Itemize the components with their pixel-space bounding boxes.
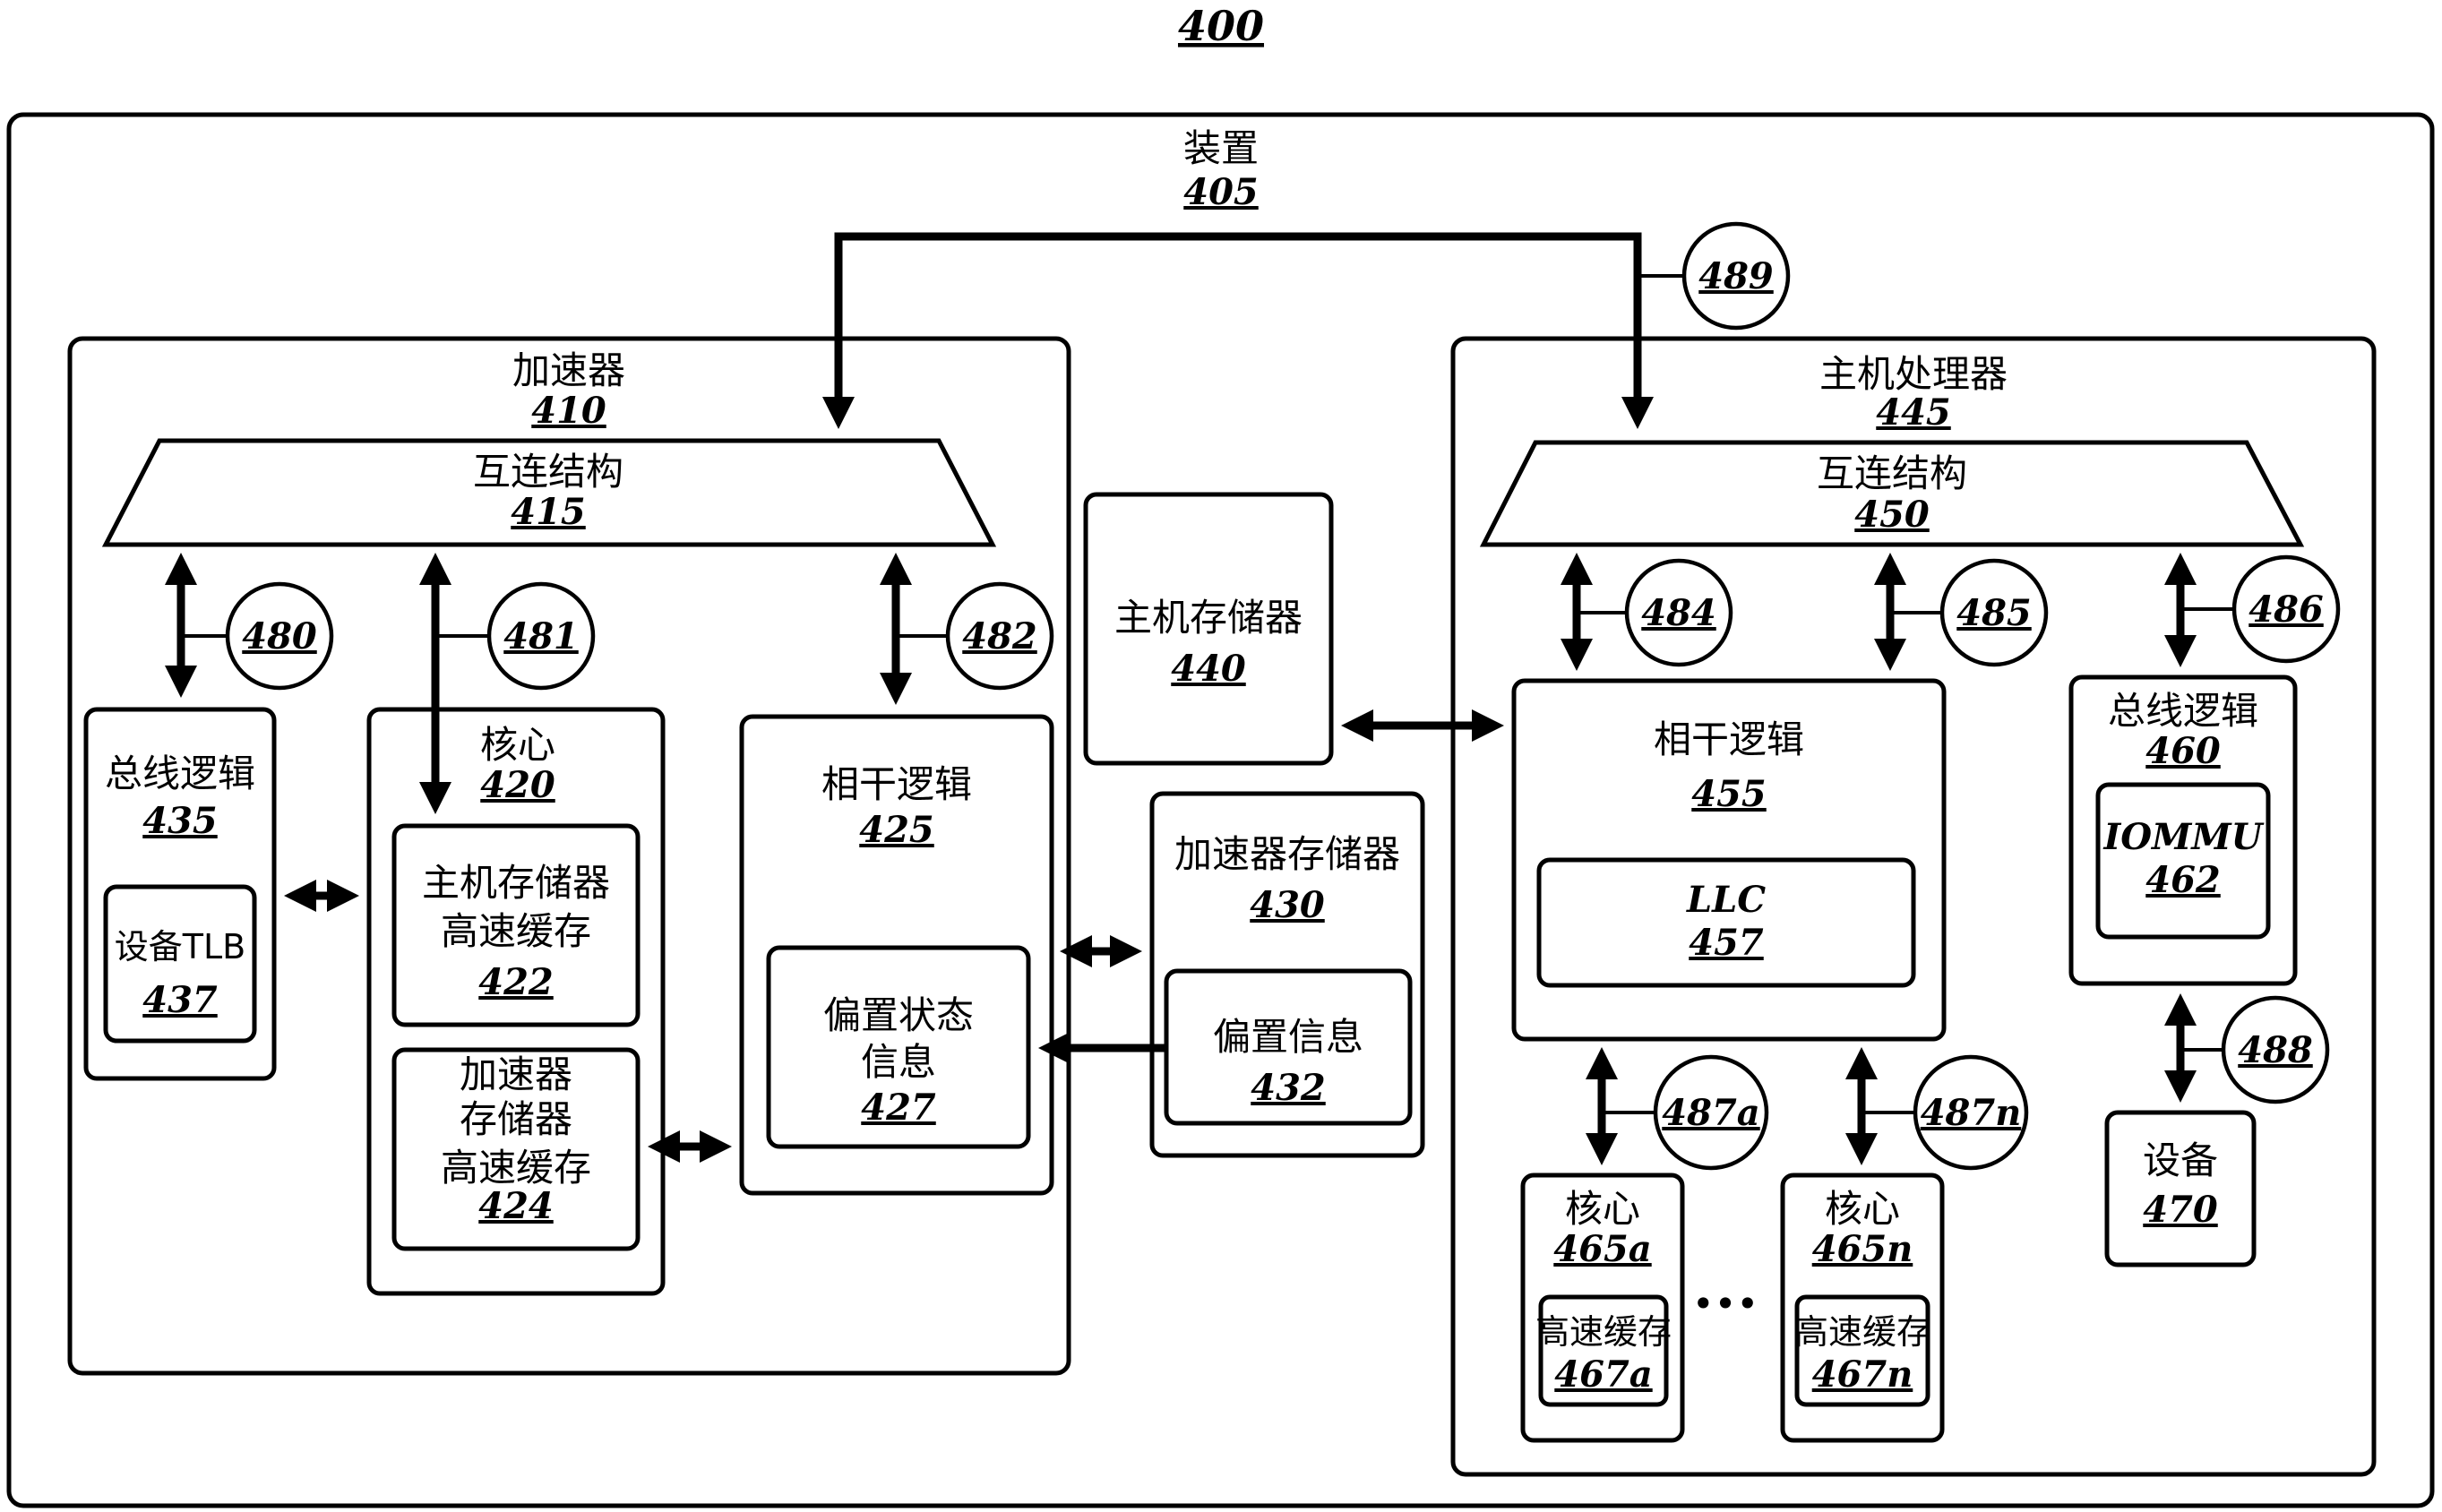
host-interconnect-label: 互连结构 (1817, 451, 1967, 495)
llc-label: LLC (1686, 879, 1766, 921)
accel-coherence-number: 425 (859, 809, 934, 851)
device-tlb-label: 设备TLB (115, 927, 245, 966)
host-mem-cache-line2: 高速缓存 (441, 909, 591, 953)
bias-state-line2: 信息 (861, 1040, 936, 1084)
callout-485: 485 (1942, 561, 2046, 665)
core-a-label: 核心 (1565, 1187, 1640, 1231)
callout-488: 488 (2223, 998, 2327, 1102)
callout-487a: 487a (1655, 1057, 1767, 1168)
host-bus-logic-label: 总线逻辑 (2108, 689, 2258, 733)
accel-mem-cache-line1: 加速器 (460, 1052, 572, 1096)
callout-484: 484 (1627, 561, 1731, 665)
cache-n-label: 高速缓存 (1794, 1312, 1930, 1352)
svg-text:485: 485 (1956, 592, 2032, 634)
host-coherence-number: 455 (1691, 773, 1767, 815)
callout-482: 482 (948, 584, 1052, 688)
accel-bus-logic-label: 总线逻辑 (105, 752, 255, 795)
svg-text:487n: 487n (1921, 1092, 2022, 1134)
accel-interconnect-label: 互连结构 (473, 450, 623, 494)
device-number: 470 (2143, 1189, 2218, 1231)
llc-number: 457 (1689, 922, 1764, 964)
svg-text:488: 488 (2238, 1029, 2313, 1071)
svg-text:489: 489 (1698, 255, 1774, 297)
host-processor-label: 主机处理器 (1819, 352, 2008, 396)
callout-486: 486 (2234, 557, 2338, 661)
host-coherence-label: 相干逻辑 (1654, 717, 1804, 761)
bias-state-line1: 偏置状态 (823, 993, 974, 1037)
accel-memory-label: 加速器存储器 (1174, 832, 1400, 876)
cache-a-label: 高速缓存 (1535, 1312, 1672, 1352)
accel-mem-cache-number: 424 (478, 1185, 554, 1227)
callout-481: 481 (489, 584, 593, 688)
host-memory-number: 440 (1171, 648, 1246, 690)
accelerator-number: 410 (531, 390, 606, 432)
cache-n-number: 467n (1812, 1353, 1913, 1396)
accel-interconnect-number: 415 (511, 491, 586, 533)
accel-mem-cache-line3: 高速缓存 (441, 1146, 591, 1190)
figure-number: 400 (1178, 2, 1264, 50)
apparatus-number: 405 (1183, 171, 1259, 213)
bias-state-number: 427 (861, 1087, 936, 1129)
apparatus-label: 装置 (1183, 126, 1259, 170)
svg-text:484: 484 (1641, 592, 1716, 634)
iommu-number: 462 (2145, 859, 2221, 901)
accel-memory-number: 430 (1250, 884, 1325, 926)
bias-info-number: 432 (1251, 1067, 1326, 1109)
core-n-number: 465n (1812, 1228, 1913, 1270)
iommu-label: IOMMU (2103, 816, 2265, 858)
callout-480: 480 (228, 584, 331, 688)
device-tlb-number: 437 (142, 979, 218, 1021)
host-processor-number: 445 (1876, 391, 1951, 434)
host-interconnect-number: 450 (1854, 494, 1930, 536)
bias-info-label: 偏置信息 (1213, 1015, 1363, 1059)
host-memory-label: 主机存储器 (1114, 596, 1303, 640)
svg-text:487a: 487a (1662, 1092, 1759, 1134)
callout-487n: 487n (1915, 1057, 2026, 1168)
host-bus-logic-number: 460 (2145, 730, 2221, 772)
svg-text:486: 486 (2249, 588, 2324, 631)
accel-mem-cache-line2: 存储器 (460, 1097, 572, 1141)
svg-text:481: 481 (503, 615, 579, 657)
svg-text:482: 482 (962, 615, 1037, 657)
accel-core-number: 420 (480, 764, 555, 806)
accel-core-label: 核心 (480, 723, 555, 767)
accelerator-label: 加速器 (512, 348, 625, 392)
device-label: 设备 (2143, 1138, 2218, 1182)
cores-ellipsis: ••• (1692, 1282, 1758, 1326)
callout-489: 489 (1684, 224, 1788, 328)
host-mem-cache-line1: 主机存储器 (422, 861, 610, 905)
svg-text:480: 480 (242, 615, 317, 657)
host-mem-cache-number: 422 (478, 961, 554, 1003)
accel-coherence-label: 相干逻辑 (821, 762, 972, 806)
core-n-label: 核心 (1825, 1187, 1900, 1231)
core-a-number: 465a (1553, 1228, 1651, 1270)
cache-a-number: 467a (1554, 1353, 1652, 1396)
accel-bus-logic-number: 435 (142, 800, 218, 842)
